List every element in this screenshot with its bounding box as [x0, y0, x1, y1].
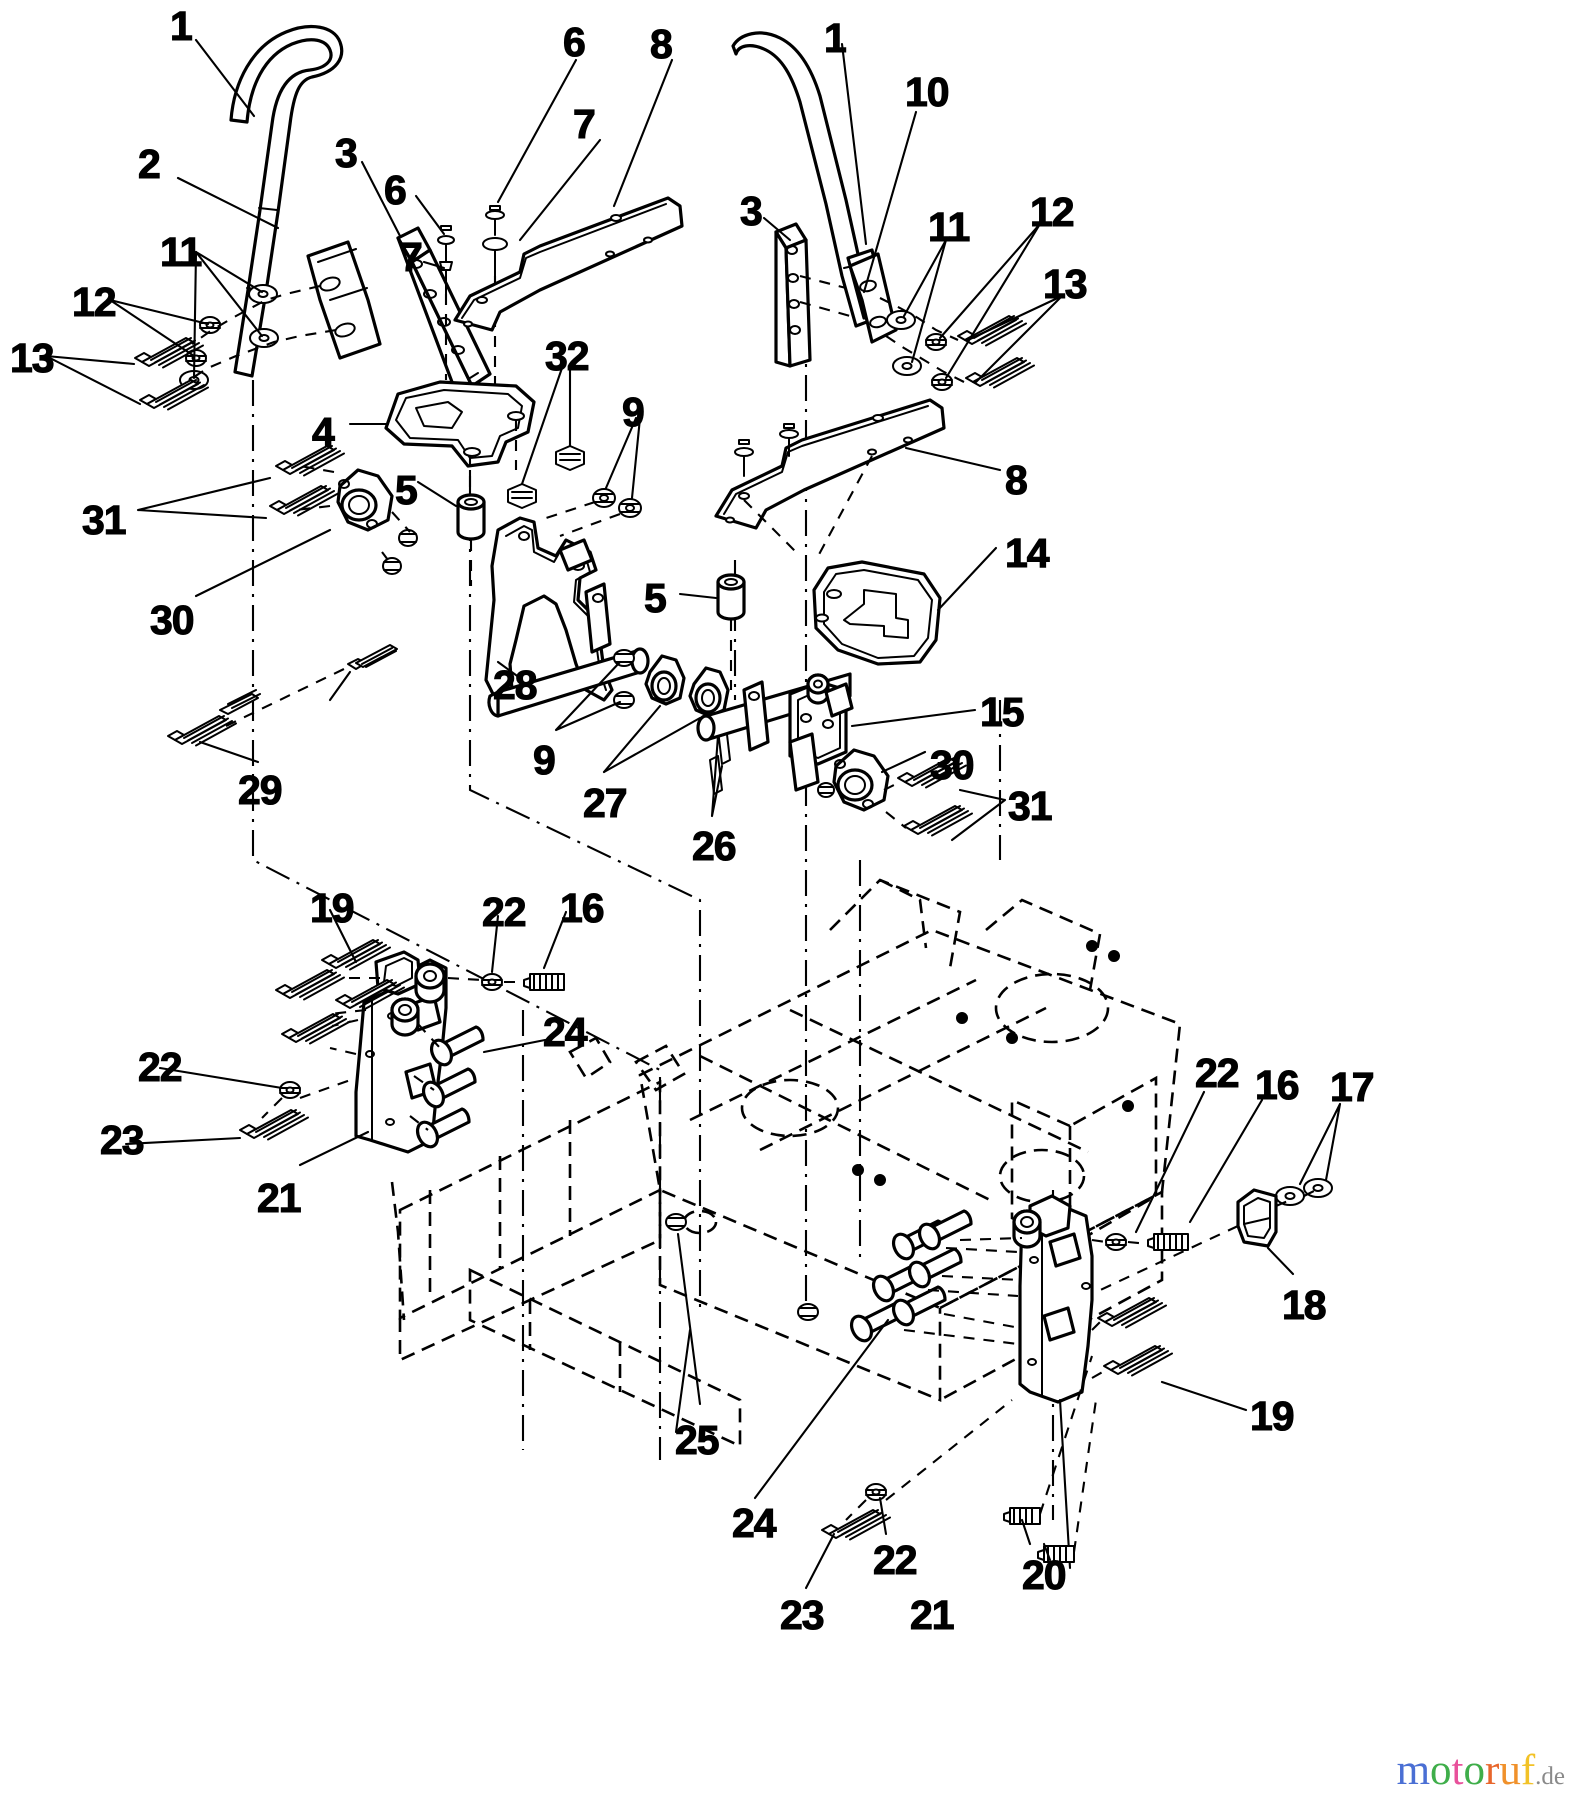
- watermark-letter-t: t: [1451, 1747, 1464, 1794]
- watermark-suffix: .de: [1535, 1763, 1565, 1790]
- callout-1-left: 1: [169, 3, 193, 49]
- callout-19-left: 19: [309, 885, 355, 931]
- screws-right-plate: [734, 423, 799, 477]
- callout-7-lower: 7: [399, 234, 423, 280]
- callout-28: 28: [492, 662, 538, 708]
- locknut-22-bolt-23-right: [804, 1399, 1013, 1590]
- callout-27: 27: [582, 780, 628, 826]
- hardware-left-lever: [134, 284, 337, 411]
- control-shaft-bracket-28: [484, 516, 650, 718]
- callout-10: 10: [904, 69, 950, 115]
- spacer-tubes-24-left: [409, 1023, 547, 1152]
- callout-23-right: 23: [779, 1592, 825, 1638]
- callout-17: 17: [1329, 1064, 1375, 1110]
- callout-8-right: 8: [1004, 457, 1028, 503]
- spacer-5-right: [716, 573, 746, 621]
- callout-30-left: 30: [149, 597, 195, 643]
- pivot-bolt-29: [167, 644, 398, 764]
- boss-lower: [390, 997, 420, 1037]
- watermark-letter-f: f: [1520, 1747, 1536, 1794]
- callout-21-right: 21: [909, 1592, 955, 1638]
- mounting-plate-left: [453, 196, 684, 332]
- watermark-letter-r: r: [1484, 1747, 1500, 1794]
- callout-31-left: 31: [81, 497, 127, 543]
- callout-32: 32: [544, 333, 590, 379]
- callout-3-right: 3: [739, 188, 763, 234]
- bearing-flange-30-right: [817, 748, 1007, 842]
- callout-20: 20: [1021, 1552, 1067, 1598]
- leader-lines-top: [44, 38, 1064, 1434]
- watermark-letter-o1: o: [1430, 1747, 1452, 1794]
- callout-24-left: 24: [542, 1009, 588, 1055]
- flange-nuts-9-upper: [539, 416, 642, 537]
- callout-11-right: 11: [927, 204, 970, 250]
- carriage-bolts-19-left: [275, 908, 405, 1056]
- locknut-22-bolt-23-left: [124, 1066, 357, 1146]
- callout-12-right: 12: [1029, 189, 1075, 235]
- callout-22-left-lower: 22: [137, 1044, 183, 1090]
- right-mount-plate-21: [1012, 1194, 1094, 1570]
- callout-5-right: 5: [643, 575, 667, 621]
- spacer-tubes-24-right: [753, 1209, 1023, 1500]
- hardware-right-lever: [879, 297, 1035, 391]
- callout-1-right: 1: [823, 15, 847, 61]
- mounting-plate-right: [714, 398, 946, 561]
- callout-31-right: 31: [1007, 783, 1053, 829]
- carriage-bolts-19-right: [1091, 1297, 1248, 1412]
- callout-3-left: 3: [334, 130, 358, 176]
- callout-11-left: 11: [159, 229, 202, 275]
- boss-upper: [414, 962, 446, 1004]
- screws-6-7: [437, 205, 508, 390]
- right-hardware-16-17-18-22: [1091, 1090, 1342, 1293]
- locknut-22-screw-16-left: [447, 910, 568, 991]
- bushing-27a: [644, 654, 686, 706]
- pivot-bracket-15: [696, 672, 977, 792]
- callout-16-right: 16: [1254, 1062, 1300, 1108]
- callout-25: 25: [674, 1417, 720, 1463]
- callout-23-left: 23: [99, 1117, 145, 1163]
- callout-7-upper: 7: [572, 101, 596, 147]
- callout-18: 18: [1281, 1282, 1327, 1328]
- callout-9-lower: 9: [532, 737, 556, 783]
- callout-8-left: 8: [649, 21, 673, 67]
- callout-26: 26: [691, 823, 737, 869]
- left-mount-plate-21: [298, 950, 448, 1167]
- callout-14: 14: [1004, 530, 1050, 576]
- self-tap-screws-20: [1003, 1355, 1098, 1563]
- callout-15: 15: [979, 689, 1025, 735]
- callout-22-left-upper: 22: [481, 889, 527, 935]
- spacer-5-left: [456, 493, 486, 541]
- lever-bar-right: [774, 222, 851, 368]
- speed-nuts-32: [507, 366, 585, 509]
- bushing-27b: [688, 666, 730, 718]
- callout-24-right: 24: [731, 1500, 777, 1546]
- callout-12-left: 12: [71, 279, 117, 325]
- motoruf-watermark: motoruf.de: [1397, 1749, 1565, 1792]
- callout-22-right-lower: 22: [872, 1537, 918, 1583]
- callout-13-right: 13: [1042, 261, 1088, 307]
- lever-cover-right: [812, 546, 998, 666]
- callout-5-left: 5: [394, 467, 418, 513]
- watermark-letter-m: m: [1396, 1747, 1431, 1794]
- callout-4: 4: [311, 409, 335, 455]
- callout-9-upper: 9: [621, 389, 645, 435]
- callout-22-right-upper: 22: [1194, 1050, 1240, 1096]
- callout-2: 2: [137, 141, 161, 187]
- callout-6-upper-left: 6: [562, 19, 586, 65]
- callout-29: 29: [237, 767, 283, 813]
- callout-19-right: 19: [1249, 1393, 1295, 1439]
- lever-cover-left: [384, 380, 536, 508]
- callout-16-left: 16: [559, 885, 605, 931]
- watermark-letter-u: u: [1499, 1747, 1521, 1794]
- callout-30-right: 30: [929, 742, 975, 788]
- latch-block-18: [1236, 1188, 1278, 1248]
- callout-6-left: 6: [383, 167, 407, 213]
- callout-21-left: 21: [256, 1175, 302, 1221]
- bearing-flange-30-left: [136, 445, 418, 598]
- watermark-letter-o2: o: [1463, 1747, 1485, 1794]
- callout-13-left: 13: [9, 335, 55, 381]
- boss-right: [1012, 1209, 1042, 1249]
